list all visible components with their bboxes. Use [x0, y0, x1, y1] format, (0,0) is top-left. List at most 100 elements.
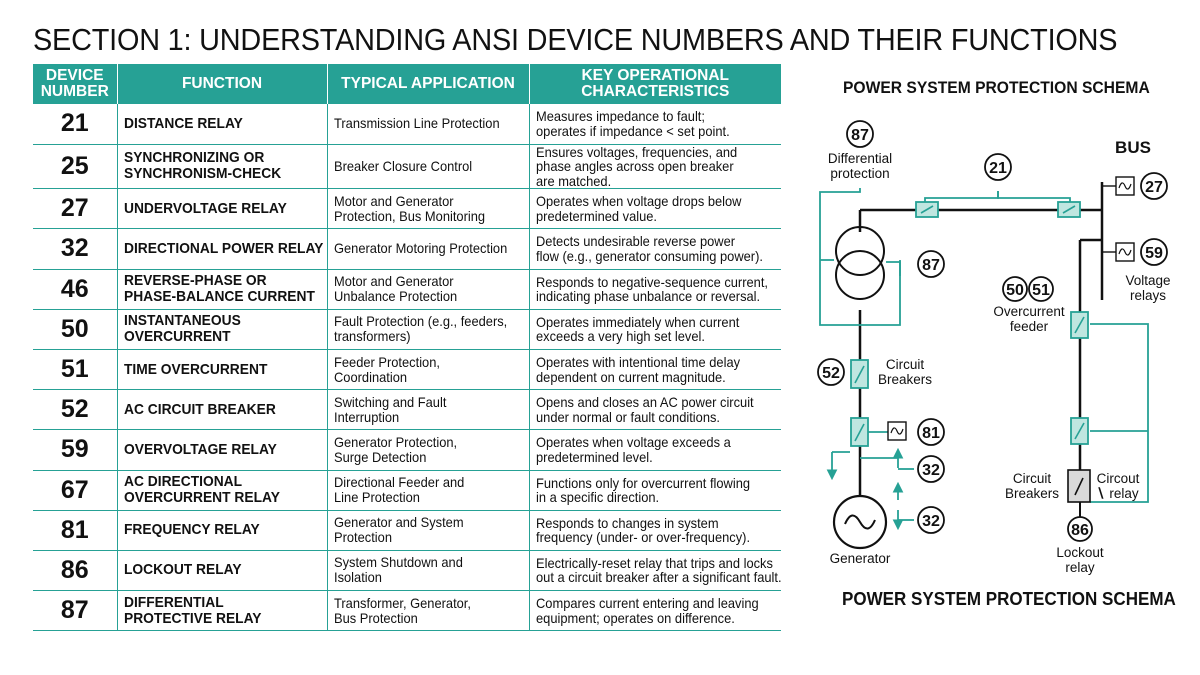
- function-line: FREQUENCY RELAY: [123, 521, 260, 539]
- characteristics-line-wrap: indicating phase unbalance or reversal.: [536, 289, 776, 304]
- characteristics-line-wrap: Operates when voltage drops below: [536, 194, 776, 209]
- function-line: DIRECTIONAL POWER RELAY: [123, 239, 323, 257]
- characteristics-line: dependent on current magnitude.: [535, 368, 726, 385]
- characteristics-cell: Responds to negative-sequence current,in…: [529, 269, 781, 310]
- device-51-label: 51: [1032, 282, 1050, 299]
- label-cb-right-line1: Circuit: [1013, 471, 1052, 486]
- characteristics-line-wrap: exceeds a very high set level.: [536, 329, 776, 344]
- characteristics-line: Ensures voltages, frequencies, and: [535, 144, 737, 160]
- function-line: OVERVOLTAGE RELAY: [123, 440, 277, 458]
- characteristics-line: Responds to negative-sequence current,: [535, 273, 768, 290]
- characteristics-line-wrap: under normal or fault conditions.: [536, 410, 776, 425]
- characteristics-line-wrap: flow (e.g., generator consuming power).: [536, 249, 776, 264]
- breaker-feeder-lower: [1070, 417, 1089, 445]
- function-line-wrap: SYNCHRONISM-CHECK: [124, 166, 321, 182]
- header-characteristics-line1: KEY OPERATIONAL: [581, 67, 730, 84]
- header-application-label: TYPICAL APPLICATION: [341, 75, 515, 92]
- label-overcurrent-line1: Overcurrent: [993, 304, 1065, 319]
- device-number-cell: 51: [33, 349, 118, 391]
- power-lines: [858, 182, 1104, 498]
- application-cell: Transformer, Generator,Bus Protection: [327, 590, 530, 632]
- characteristics-line: Responds to changes in system: [535, 514, 719, 531]
- application-line: Directional Feeder and: [333, 474, 464, 491]
- application-line: Isolation: [333, 569, 382, 586]
- transformer-symbol: [835, 226, 885, 300]
- function-line: OVERCURRENT: [123, 328, 231, 346]
- device-number: 81: [60, 515, 89, 544]
- characteristics-line: indicating phase unbalance or reversal.: [535, 288, 760, 305]
- device-number: 27: [60, 194, 89, 223]
- function-line-wrap: DIRECTIONAL POWER RELAY: [123, 239, 323, 257]
- device-number: 50: [60, 314, 89, 343]
- application-line-wrap: Protection: [334, 530, 523, 545]
- header-function: FUNCTION: [117, 64, 328, 104]
- characteristics-line: out a circuit breaker after a significan…: [535, 569, 782, 586]
- device-number-cell: 32: [33, 228, 118, 270]
- circout-relay-symbol: ∖: [1096, 486, 1105, 501]
- label-cb-left-line2: Breakers: [878, 372, 932, 387]
- function-line-wrap: OVERCURRENT RELAY: [124, 490, 321, 506]
- characteristics-line-wrap: phase angles across open breaker: [536, 159, 776, 174]
- application-line-wrap: Transmission Line Protection: [334, 116, 523, 131]
- application-line: Coordination: [333, 368, 407, 385]
- label-generator: Generator: [830, 551, 891, 566]
- application-line-wrap: Feeder Protection,: [334, 354, 523, 370]
- characteristics-line: flow (e.g., generator consuming power).: [535, 247, 763, 264]
- device-32-b: 32: [917, 506, 945, 534]
- characteristics-line-wrap: Ensures voltages, frequencies, and: [536, 145, 776, 160]
- function-line: UNDERVOLTAGE RELAY: [123, 199, 287, 217]
- application-line: transformers): [333, 328, 411, 345]
- page-title: SECTION 1: UNDERSTANDING ANSI DEVICE NUM…: [33, 22, 1118, 57]
- function-line: PROTECTIVE RELAY: [123, 609, 262, 627]
- function-line: DIFFERENTIAL: [123, 593, 224, 611]
- application-line-wrap: Fault Protection (e.g., feeders,: [334, 314, 523, 329]
- function-line-wrap: TIME OVERCURRENT: [124, 361, 321, 378]
- characteristics-line: Operates immediately when current: [535, 313, 739, 330]
- characteristics-line: in a specific direction.: [535, 489, 659, 506]
- application-line: Bus Protection: [333, 609, 418, 626]
- device-59-label: 59: [1145, 245, 1163, 262]
- characteristics-line-wrap: in a specific direction.: [536, 490, 776, 505]
- table-header-row: DEVICE NUMBER FUNCTION TYPICAL APPLICATI…: [33, 64, 781, 104]
- function-line-wrap: SYNCHRONIZING OR: [124, 150, 321, 166]
- application-line-wrap: Isolation: [334, 570, 523, 585]
- characteristics-line: Measures impedance to fault;: [535, 108, 705, 125]
- function-line: PHASE-BALANCE CURRENT: [123, 288, 315, 306]
- label-cb-left-line1: Circuit: [886, 357, 925, 372]
- application-line-wrap: Generator and System: [334, 515, 523, 530]
- device-21-label: 21: [989, 160, 1007, 177]
- function-cell: UNDERVOLTAGE RELAY: [117, 188, 328, 230]
- relay-27-box: [1115, 176, 1135, 196]
- characteristics-line: operates if impedance < set point.: [535, 122, 730, 139]
- application-line: Surge Detection: [333, 448, 426, 465]
- function-line-wrap: AC CIRCUIT BREAKER: [124, 401, 321, 418]
- characteristics-line: Detects undesirable reverse power: [535, 233, 735, 250]
- characteristics-line-wrap: Functions only for overcurrent flowing: [536, 476, 776, 491]
- application-line-wrap: Protection, Bus Monitoring: [334, 208, 523, 224]
- characteristics-line: phase angles across open breaker: [535, 158, 734, 175]
- device-86: 86: [1067, 516, 1093, 542]
- characteristics-line: Operates when voltage drops below: [535, 193, 741, 210]
- device-number: 87: [60, 596, 89, 625]
- device-number: 59: [60, 435, 89, 464]
- header-device-number: DEVICE NUMBER: [33, 64, 118, 104]
- function-line: OVERCURRENT RELAY: [123, 489, 280, 507]
- characteristics-line: Compares current entering and leaving: [535, 595, 759, 612]
- header-characteristics: KEY OPERATIONAL CHARACTERISTICS: [529, 64, 781, 104]
- function-line-wrap: LOCKOUT RELAY: [124, 562, 321, 578]
- header-function-label: FUNCTION: [181, 75, 263, 92]
- device-number-cell: 87: [33, 590, 118, 632]
- application-line-wrap: System Shutdown and: [334, 555, 523, 570]
- characteristics-line: are matched.: [535, 172, 611, 189]
- wire-87-differential: [819, 188, 901, 326]
